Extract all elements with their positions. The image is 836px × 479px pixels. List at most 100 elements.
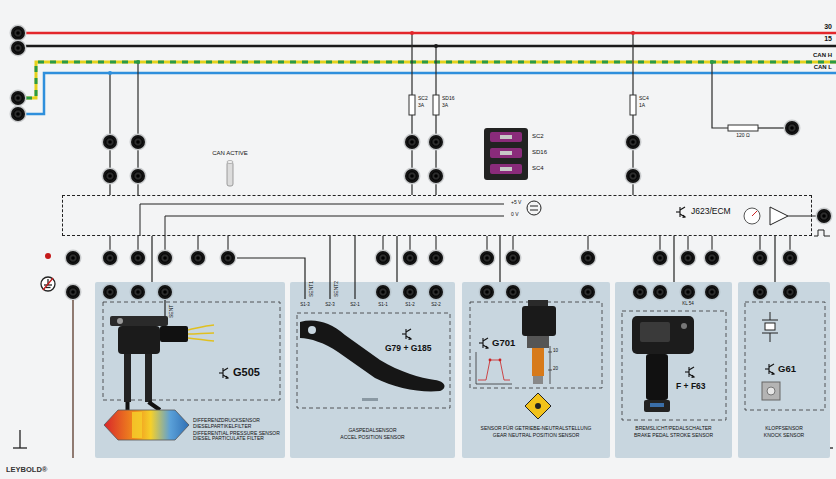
signal-wire	[329, 236, 330, 299]
socket-wire	[227, 236, 228, 250]
socket-wire	[164, 236, 165, 250]
signal-graph	[478, 360, 510, 380]
ecm-internal	[140, 201, 830, 236]
pressure-sensor	[110, 316, 168, 326]
ecm-internal	[770, 207, 788, 225]
socket	[704, 250, 721, 267]
resistor-symbol	[728, 125, 758, 131]
knock-sensor	[762, 382, 780, 400]
signal-connector	[396, 236, 397, 282]
signal-label: SENT1	[309, 281, 315, 297]
sensor-code: F + F63	[676, 382, 706, 392]
particulate-filter	[132, 412, 142, 438]
socket	[580, 250, 597, 267]
neutral-sensor	[548, 352, 552, 353]
warning-diamond	[535, 403, 541, 409]
socket-wire	[435, 236, 436, 250]
socket	[625, 134, 642, 151]
ecm-internal	[814, 230, 830, 236]
signal-connector	[673, 236, 674, 282]
brake-switch	[646, 354, 668, 400]
fuse-label: SC4	[532, 165, 544, 172]
transistor-symbol	[685, 367, 694, 377]
sensor-caption: KLOPFSENSOR	[741, 426, 827, 432]
socket	[65, 284, 82, 301]
warning-diamond	[525, 393, 551, 419]
socket	[479, 250, 496, 267]
pin-label: S1-1	[378, 303, 388, 308]
knock-sensor	[762, 312, 780, 400]
junction-dot	[631, 31, 635, 35]
ecm-internal	[530, 210, 538, 211]
fuse-label: SD16	[442, 96, 455, 102]
pressure-sensor	[128, 402, 161, 410]
dashed-frame	[622, 311, 726, 420]
socket	[752, 284, 769, 301]
socket	[102, 284, 119, 301]
ground-symbol	[13, 253, 833, 458]
ground-symbol	[45, 253, 51, 259]
ecm-internal	[527, 201, 541, 215]
fuse-symbol	[409, 95, 636, 115]
supply-rail	[26, 32, 836, 35]
junction-dot	[108, 31, 714, 75]
ecm-internal	[752, 211, 757, 216]
signal-label: SENT	[169, 305, 175, 318]
brake-switch	[650, 403, 664, 407]
brake-switch	[632, 316, 694, 354]
fuse-block	[490, 148, 522, 158]
rail-label: 30	[824, 23, 832, 31]
fuse-block	[500, 151, 512, 155]
socket-wire	[759, 236, 760, 250]
neutral-sensor	[533, 376, 543, 384]
socket	[375, 284, 392, 301]
knock-sensor	[767, 387, 775, 395]
socket	[130, 284, 147, 301]
fuse-block	[484, 128, 528, 180]
socket-wire	[659, 236, 660, 250]
rail-socket	[10, 25, 27, 123]
socket	[479, 284, 496, 301]
ecm-internal	[165, 216, 166, 236]
supply-rail	[26, 33, 836, 114]
dashed-frame	[745, 302, 825, 410]
socket	[428, 134, 445, 151]
socket	[680, 284, 697, 301]
pressure-sensor	[124, 354, 131, 402]
pressure-sensor	[160, 326, 188, 342]
brand-logo: LEYBOLD®	[6, 466, 47, 474]
ground-symbol	[72, 300, 73, 458]
particulate-filter	[104, 410, 189, 440]
socket	[102, 250, 119, 267]
rail-socket	[10, 106, 27, 123]
signal-wire	[165, 236, 355, 318]
pedal-lever	[300, 321, 445, 401]
signal-wire	[354, 236, 355, 299]
junction-dot	[410, 31, 414, 35]
pedal-lever	[300, 321, 445, 392]
socket	[130, 134, 147, 151]
fuse-block	[490, 132, 522, 142]
supply-rail	[26, 62, 836, 98]
sensor-caption: DIFFERENZDRUCKSENSOR DIESELPARTIKELFILTE…	[193, 418, 281, 430]
socket	[190, 250, 207, 267]
socket	[404, 134, 421, 151]
socket	[428, 250, 445, 267]
sensor-caption: KNOCK SENSOR	[741, 433, 827, 439]
socket	[784, 120, 801, 137]
signal-graph	[476, 352, 512, 384]
signal-graph	[489, 359, 492, 362]
neutral-sensor	[527, 336, 549, 348]
rail-socket	[10, 90, 27, 107]
knock-sensor	[770, 333, 771, 342]
socket-wire	[486, 236, 487, 250]
pin-label: S2-3	[325, 303, 335, 308]
socket	[102, 168, 119, 185]
socket	[580, 284, 597, 301]
sensor-caption: GEAR NEUTRAL POSITION SENSOR	[465, 433, 607, 439]
signal-wire	[164, 300, 165, 318]
transistor-symbol	[676, 207, 685, 217]
socket-wire	[789, 236, 790, 250]
socket	[375, 250, 392, 267]
pressure-sensor	[110, 316, 214, 410]
